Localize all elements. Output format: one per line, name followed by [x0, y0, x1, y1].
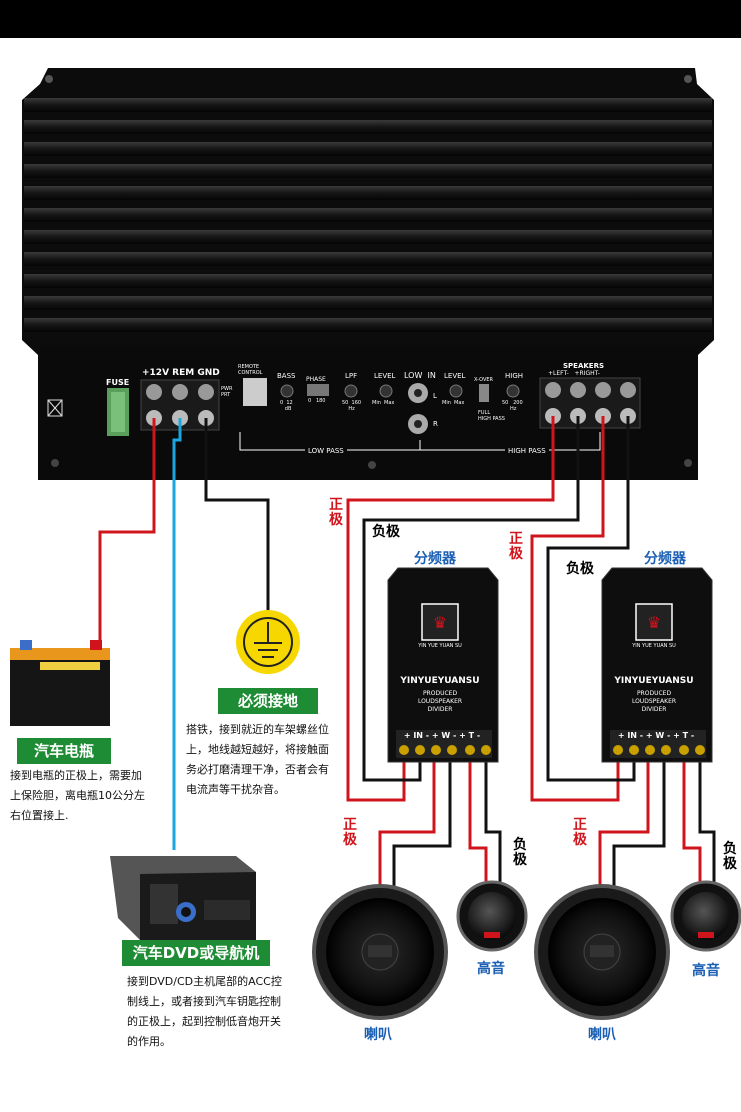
positive-label-1: 正极 — [329, 497, 343, 528]
heatsink-fins — [24, 98, 712, 332]
woofer-label-2: 喇叭 — [588, 1027, 616, 1043]
negative-label-3: 负极 — [513, 837, 527, 868]
speakers-label: SPEAKERS — [563, 362, 605, 370]
negative-label-1: 负极 — [372, 524, 400, 540]
crossover-box-2: ♛ — [601, 567, 713, 763]
speaker-terminal-block — [539, 377, 641, 429]
high-label: HIGH — [505, 372, 524, 380]
lpf-label: LPF — [345, 372, 358, 380]
remote-control-label: REMOTE CONTROL — [238, 364, 263, 376]
positive-label-2: 正极 — [509, 531, 523, 562]
ground-badge: 必须接地 — [218, 688, 318, 714]
low-pass-label: LOW PASS — [305, 447, 347, 455]
crossover-line1-1: PRODUCED — [422, 690, 458, 697]
crossover-brand-2: YINYUEYUANSU — [614, 676, 694, 686]
power-terminals-label: +12V REM GND — [142, 368, 220, 378]
tweeter-2 — [670, 880, 741, 952]
speakers-sub-label: +LEFT- +RIGHT- — [548, 370, 600, 377]
negative-label-2: 负极 — [566, 561, 594, 577]
remote-port — [243, 378, 267, 406]
power-wires — [98, 418, 270, 850]
crossover-box-1: ♛ — [387, 567, 499, 763]
high-pass-label: HIGH PASS — [505, 447, 549, 455]
top-banner — [0, 0, 741, 38]
woofer-1 — [312, 884, 448, 1020]
head-unit-description: 接到DVD/CD主机尾部的ACC控 制线上，或者接到汽车钥匙控制 的正极上，起到… — [127, 975, 282, 1048]
crossover-line1-2: PRODUCED — [636, 690, 672, 697]
tweeter-label-2: 高音 — [692, 963, 720, 979]
svg-text:♛: ♛ — [433, 613, 447, 632]
crossover-brand-1: YINYUEYUANSU — [400, 676, 480, 686]
level-low-scale: Min Max — [372, 400, 395, 406]
crossover-terminals-2: + IN - + W - + T - — [617, 731, 695, 740]
crossover-sub-brand-1: YIN YUE YUAN SU — [418, 643, 462, 649]
pwr-prt-label: PWR PRT — [221, 386, 233, 398]
fuse-label: FUSE — [106, 378, 130, 387]
crossover-label-2: 分频器 — [644, 551, 686, 567]
ground-symbol-icon — [236, 610, 300, 674]
lpf-scale: 50 160 Hz — [342, 400, 362, 412]
phase-scale: 0 180 — [308, 398, 326, 404]
crossover-sub-brand-2: YIN YUE YUAN SU — [632, 643, 676, 649]
woofer-2 — [534, 884, 670, 1020]
bass-label: BASS — [277, 372, 296, 380]
crossover-line2-1: LOUDSPEAKER — [417, 698, 463, 705]
high-scale: 50 200 Hz — [502, 400, 523, 412]
xover-full-label: FULL — [478, 410, 491, 416]
negative-label-4: 负极 — [723, 841, 737, 872]
tweeter-label-1: 高音 — [477, 961, 505, 977]
head-unit-badge: 汽车DVD或导航机 — [122, 940, 270, 966]
low-in-r-label: R — [433, 420, 438, 428]
low-in-label: LOW IN — [404, 371, 436, 380]
ground-description: 搭铁，接到就近的车架螺丝位 上，地线越短越好，将接触面 务必打磨清理干净，否者会… — [186, 723, 329, 796]
xover-label: X-OVER — [474, 377, 494, 383]
battery-description: 接到电瓶的正极上，需要加 上保险胆，离电瓶10公分左 右位置接上. — [10, 769, 145, 822]
phase-label: PHASE — [306, 376, 326, 383]
positive-label-4: 正极 — [573, 817, 587, 848]
crossover-line2-2: LOUDSPEAKER — [631, 698, 677, 705]
svg-text:♛: ♛ — [647, 613, 661, 632]
crossover-terminals-1: + IN - + W - + T - — [403, 731, 481, 740]
crossover-line3-1: DIVIDER — [427, 706, 453, 713]
low-in-l-label: L — [433, 392, 437, 400]
xover-high-pass-label: HIGH PASS — [478, 416, 505, 422]
crossover-line3-2: DIVIDER — [641, 706, 667, 713]
crossover-label-1: 分频器 — [414, 551, 456, 567]
speaker-wires — [346, 416, 636, 802]
car-head-unit — [110, 856, 256, 940]
car-battery — [10, 640, 110, 726]
level-high-scale: Min Max — [442, 400, 465, 406]
positive-label-3: 正极 — [343, 817, 357, 848]
bass-scale: 0 12 dB — [280, 400, 293, 412]
amplifier — [22, 68, 714, 480]
tweeter-1 — [456, 880, 528, 952]
crossover-output-wires — [378, 760, 716, 890]
battery-badge: 汽车电瓶 — [17, 738, 111, 764]
woofer-label-1: 喇叭 — [364, 1027, 392, 1043]
level-high-label: LEVEL — [444, 372, 466, 380]
level-low-label: LEVEL — [374, 372, 396, 380]
